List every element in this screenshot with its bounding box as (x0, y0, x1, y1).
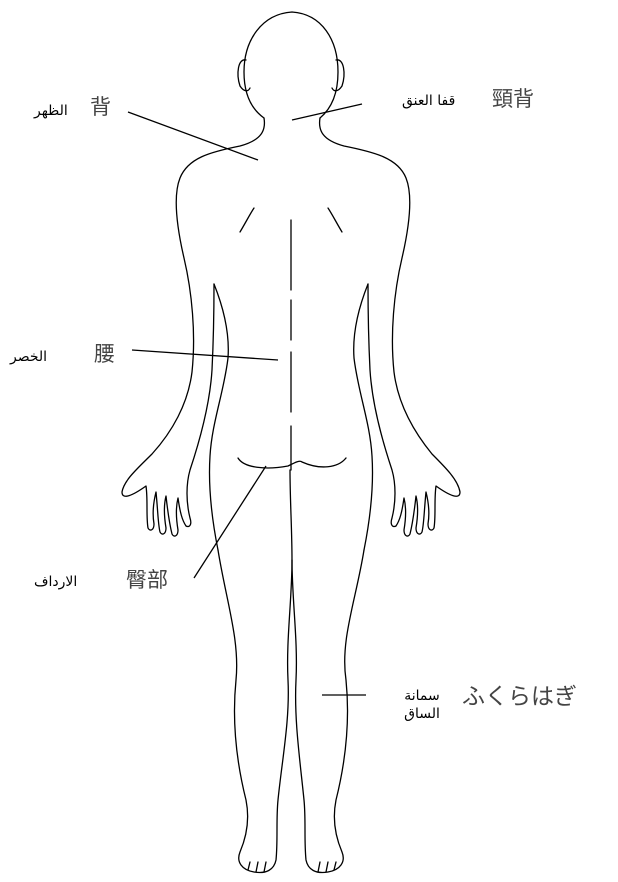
label-back-ar: الظهر (34, 104, 68, 118)
pointer-hips (194, 466, 266, 578)
left-toes (248, 862, 266, 872)
label-back-jp: 背 (90, 97, 111, 118)
label-waist-ar: الخصر (10, 350, 47, 364)
head-outline (244, 12, 338, 118)
label-hips-ar: الارداف (34, 575, 77, 589)
right-body-outline (320, 118, 460, 536)
buttocks-curve (238, 458, 346, 468)
left-body-outline (122, 118, 264, 536)
left-leg-outline (218, 470, 292, 873)
label-calf-ar-line2: الساق (396, 706, 448, 724)
right-scapula (328, 208, 342, 232)
pointer-waist (132, 350, 278, 360)
label-calf-ar: سمانة الساق (396, 688, 448, 723)
pointer-nape (292, 104, 362, 120)
label-calf-jp: ふくらはぎ (462, 686, 577, 709)
label-waist-jp: 腰 (94, 344, 115, 365)
label-nape-ar: قفا العنق (402, 94, 455, 108)
left-torso-side (209, 284, 228, 550)
right-leg-outline (292, 550, 364, 873)
pointer-back (128, 112, 258, 160)
label-nape-jp: 頸背 (492, 89, 534, 110)
label-hips-jp: 臀部 (126, 570, 168, 591)
right-torso-side (354, 284, 373, 550)
label-calf-ar-line1: سمانة (396, 688, 448, 706)
left-scapula (240, 208, 254, 232)
